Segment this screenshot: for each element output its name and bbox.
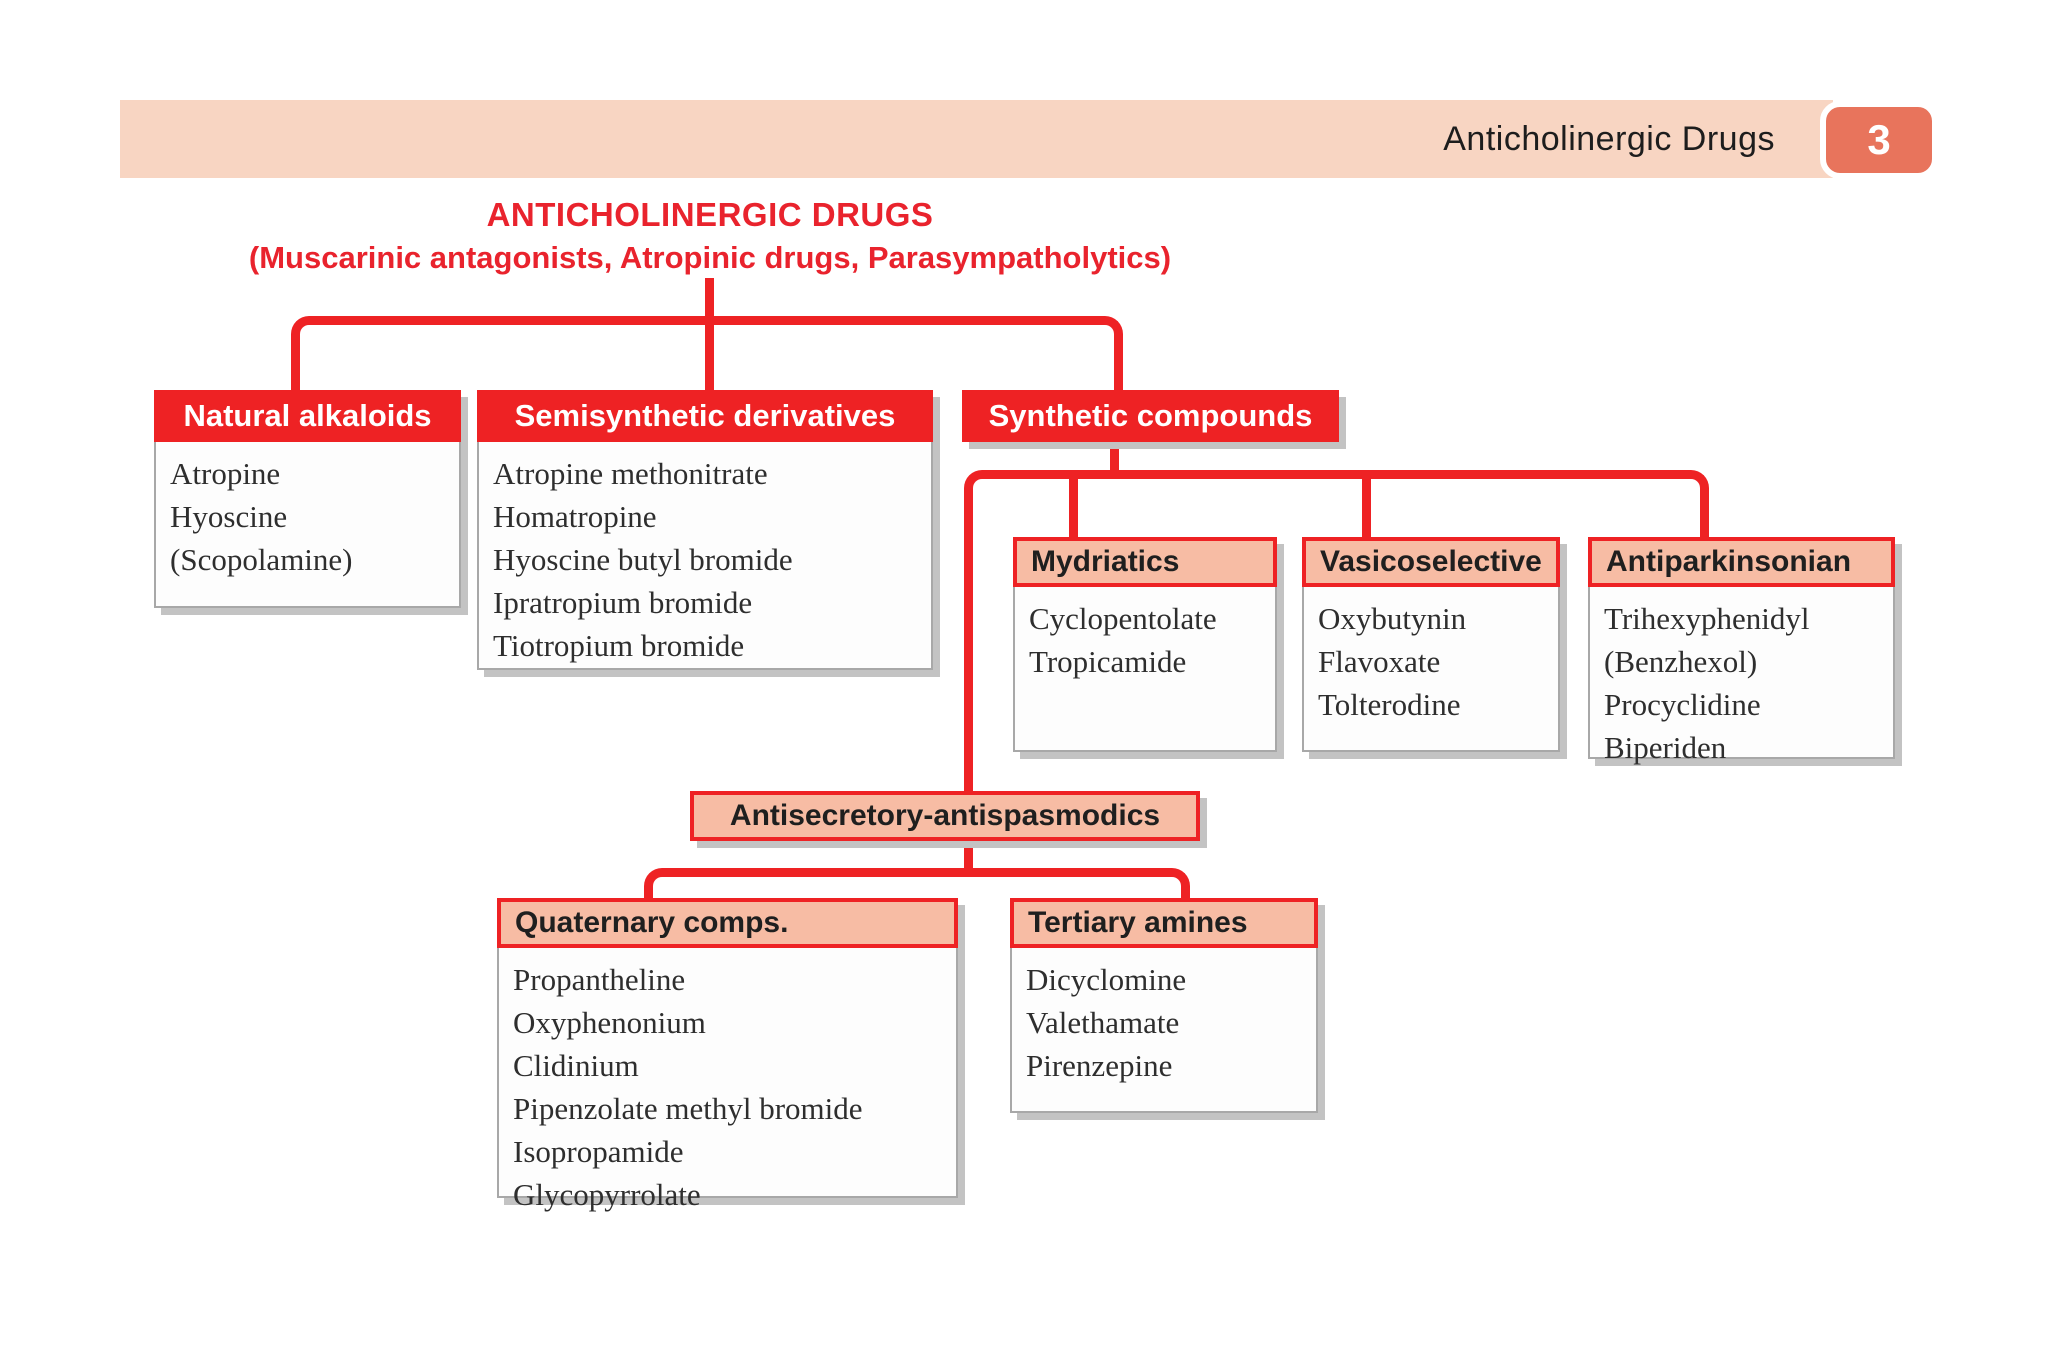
- drug-item: Trihexyphenidyl: [1604, 601, 1810, 636]
- box-synthetic-compounds: Synthetic compounds: [962, 390, 1339, 442]
- drug-item: Isopropamide: [513, 1134, 684, 1169]
- box-header-antisecretory-antispasmodics: Antisecretory-antispasmodics: [690, 791, 1200, 841]
- drug-item: Tropicamide: [1029, 644, 1187, 679]
- drug-item: Pirenzepine: [1026, 1048, 1173, 1083]
- drug-item: Pipenzolate methyl bromide: [513, 1091, 863, 1126]
- drug-item: Glycopyrrolate: [513, 1177, 701, 1212]
- drug-item: Oxybutynin: [1318, 601, 1467, 636]
- box-header-antiparkinsonian: Antiparkinsonian: [1588, 537, 1895, 587]
- connector-stem-synthetic: [1110, 440, 1119, 474]
- connector-drop-vasicoselective: [1362, 474, 1371, 538]
- running-header-title: Anticholinergic Drugs: [1443, 119, 1775, 158]
- drug-item: (Benzhexol): [1604, 644, 1758, 679]
- connector-bracket-main: [291, 316, 1123, 392]
- connector-drop-antisecretory: [964, 530, 973, 793]
- drug-item: Dicyclomine: [1026, 962, 1187, 997]
- box-header-vasicoselective: Vasicoselective: [1302, 537, 1560, 587]
- connector-drop-mydriatics: [1069, 474, 1078, 538]
- drug-item: Procyclidine: [1604, 687, 1761, 722]
- connector-stem-antisecretory: [964, 838, 973, 872]
- connector-bracket-synthetic: [964, 470, 1709, 538]
- drug-item: Biperiden: [1604, 730, 1727, 765]
- connector-bracket-antisecretory: [644, 868, 1190, 904]
- drug-item: Atropine methonitrate: [493, 456, 768, 491]
- drug-item: Oxyphenonium: [513, 1005, 706, 1040]
- box-antiparkinsonian: Antiparkinsonian Trihexyphenidyl (Benzhex…: [1588, 537, 1895, 765]
- drug-item: (Scopolamine): [170, 542, 353, 577]
- diagram-title: ANTICHOLINERGIC DRUGS: [486, 196, 934, 233]
- chapter-number-badge: 3: [1820, 101, 1938, 179]
- drug-item: Tolterodine: [1318, 687, 1461, 722]
- drug-item: Cyclopentolate: [1029, 601, 1217, 636]
- drug-item: Hyoscine butyl bromide: [493, 542, 793, 577]
- box-semisynthetic-derivatives: Semisynthetic derivatives Atropine metho…: [477, 390, 933, 670]
- drug-item: Clidinium: [513, 1048, 639, 1083]
- drug-item: Tiotropium bromide: [493, 628, 745, 663]
- diagram-subtitle: (Muscarinic antagonists, Atropinic drugs…: [248, 240, 1172, 275]
- drug-item: Valethamate: [1026, 1005, 1180, 1040]
- box-header-natural-alkaloids: Natural alkaloids: [154, 390, 461, 442]
- drug-item: Ipratropium bromide: [493, 585, 753, 620]
- box-header-synthetic-compounds: Synthetic compounds: [962, 390, 1339, 442]
- box-header-tertiary-amines: Tertiary amines: [1010, 898, 1318, 948]
- box-antisecretory-antispasmodics: Antisecretory-antispasmodics: [690, 791, 1200, 841]
- drug-item: Propantheline: [513, 962, 686, 997]
- drug-item: Flavoxate: [1318, 644, 1441, 679]
- page-header-band: Anticholinergic Drugs: [120, 100, 1833, 178]
- box-header-mydriatics: Mydriatics: [1013, 537, 1277, 587]
- drug-item: Hyoscine: [170, 499, 288, 534]
- drug-item: Homatropine: [493, 499, 657, 534]
- box-header-semisynthetic-derivatives: Semisynthetic derivatives: [477, 390, 933, 442]
- drug-item: Atropine: [170, 456, 281, 491]
- connector-stem-title: [705, 278, 714, 392]
- box-header-quaternary-comps: Quaternary comps.: [497, 898, 958, 948]
